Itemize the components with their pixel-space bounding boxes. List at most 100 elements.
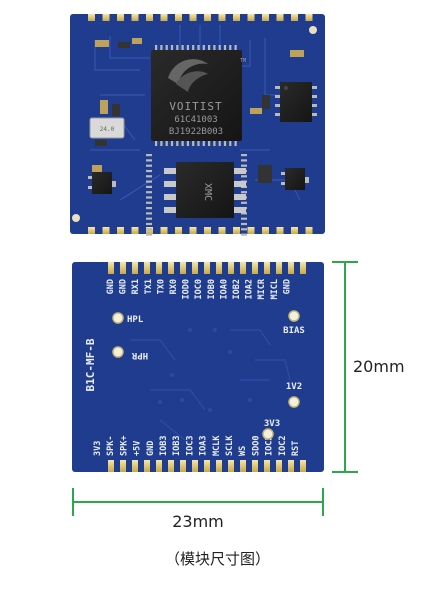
pin-label: RST	[291, 441, 301, 456]
pin-label: GND	[146, 441, 156, 456]
chip-brand: VOITIST	[169, 100, 222, 113]
pin-label: TX1	[144, 279, 154, 294]
pin-label: SPK+	[119, 436, 129, 456]
top-castellation	[233, 14, 240, 21]
pad	[300, 262, 306, 274]
bottom-traces	[130, 329, 291, 441]
top-castellation	[117, 14, 124, 21]
pad-hpl-label: HPL	[127, 315, 144, 325]
pad-hpl: HPL	[112, 312, 144, 325]
top-castellation	[88, 14, 95, 21]
chip-logo-icon	[168, 59, 208, 92]
pad	[216, 262, 222, 274]
pad	[228, 262, 234, 274]
top-castellation	[189, 14, 197, 21]
caption: （模块尺寸图）	[164, 550, 270, 568]
top-castellation	[305, 227, 313, 234]
model-label: B1C-MF-B	[84, 338, 97, 391]
top-castellation	[131, 14, 139, 21]
top-castellation	[102, 14, 110, 21]
pad-3v3: 3V3	[262, 419, 280, 440]
chip-line2: BJ1922B003	[169, 127, 223, 137]
pad	[204, 460, 210, 472]
top-castellation	[218, 227, 226, 234]
pad-bias-label: BIAS	[283, 326, 305, 336]
pad	[300, 460, 306, 472]
pad	[132, 460, 138, 472]
pad	[180, 262, 186, 274]
pad	[120, 460, 126, 472]
top-castellation	[102, 227, 110, 234]
vias	[158, 328, 252, 412]
pin-label: GND	[282, 279, 292, 294]
top-castellation	[204, 227, 211, 234]
pin-label: MICL	[270, 279, 280, 299]
pad	[288, 262, 294, 274]
pad	[276, 262, 282, 274]
top-castellation	[291, 227, 298, 234]
width-label: 23mm	[172, 512, 224, 531]
pad	[108, 262, 114, 274]
pin-label: IOD0	[182, 279, 192, 299]
bottom-pcb	[72, 262, 324, 472]
pad-hpr: HPR	[112, 346, 148, 360]
top-castellation	[160, 14, 168, 21]
top-castellation	[88, 227, 95, 234]
pad	[132, 262, 138, 274]
pin-label: MICR	[257, 278, 267, 299]
pad	[192, 262, 198, 274]
pad	[120, 262, 126, 274]
width-dimension: 23mm	[72, 488, 324, 531]
top-board-pins	[88, 14, 313, 234]
pin-label: IOB3	[159, 436, 169, 456]
pad	[216, 460, 222, 472]
pin-label: IOB0	[207, 279, 217, 299]
pin-label: IOB2	[232, 279, 242, 299]
pin-label: SCLK	[225, 435, 235, 456]
pad	[240, 262, 246, 274]
pad	[168, 262, 174, 274]
top-castellation	[262, 14, 269, 21]
pad	[168, 460, 174, 472]
pin-label: 3V3	[93, 441, 103, 456]
top-castellation	[291, 14, 298, 21]
pad-hpr-label: HPR	[131, 350, 148, 360]
pin-label: RX0	[169, 279, 179, 294]
top-castellation	[233, 227, 240, 234]
pad	[108, 460, 114, 472]
flash-brand: XMC	[202, 183, 213, 201]
top-castellation	[131, 227, 139, 234]
chip-line1: 61C41003	[174, 115, 217, 125]
pin-label: SDO0	[251, 436, 261, 456]
top-castellation	[276, 227, 284, 234]
pin-label: IOC2	[265, 436, 275, 456]
pad	[180, 460, 186, 472]
pin-label: IOC0	[194, 279, 204, 299]
pad-bias: BIAS	[283, 310, 305, 336]
pad-1v2-label: 1V2	[286, 382, 302, 392]
top-castellation	[160, 227, 168, 234]
pin-label: GND	[119, 279, 129, 294]
pad	[204, 262, 210, 274]
top-board: TM VOITIST 61C41003 BJ1922B003 24.0 XMC	[70, 14, 325, 236]
top-castellation	[146, 14, 153, 21]
pin-label: MCLK	[212, 435, 222, 456]
pin-label: +5V	[133, 441, 143, 456]
top-castellation	[204, 14, 211, 21]
pin-label: SPK-	[106, 436, 116, 456]
pad	[288, 460, 294, 472]
top-castellation	[247, 14, 255, 21]
chip-tm: TM	[240, 58, 246, 64]
pin-label: IOA2	[245, 279, 255, 299]
pad	[156, 460, 162, 472]
pin-label: GND	[106, 279, 116, 294]
bottom-board-pads	[108, 262, 306, 472]
pin-label: IOB3	[172, 436, 182, 456]
pin-label: RX1	[131, 279, 141, 294]
pad	[264, 460, 270, 472]
pad	[156, 262, 162, 274]
top-castellation	[175, 14, 182, 21]
